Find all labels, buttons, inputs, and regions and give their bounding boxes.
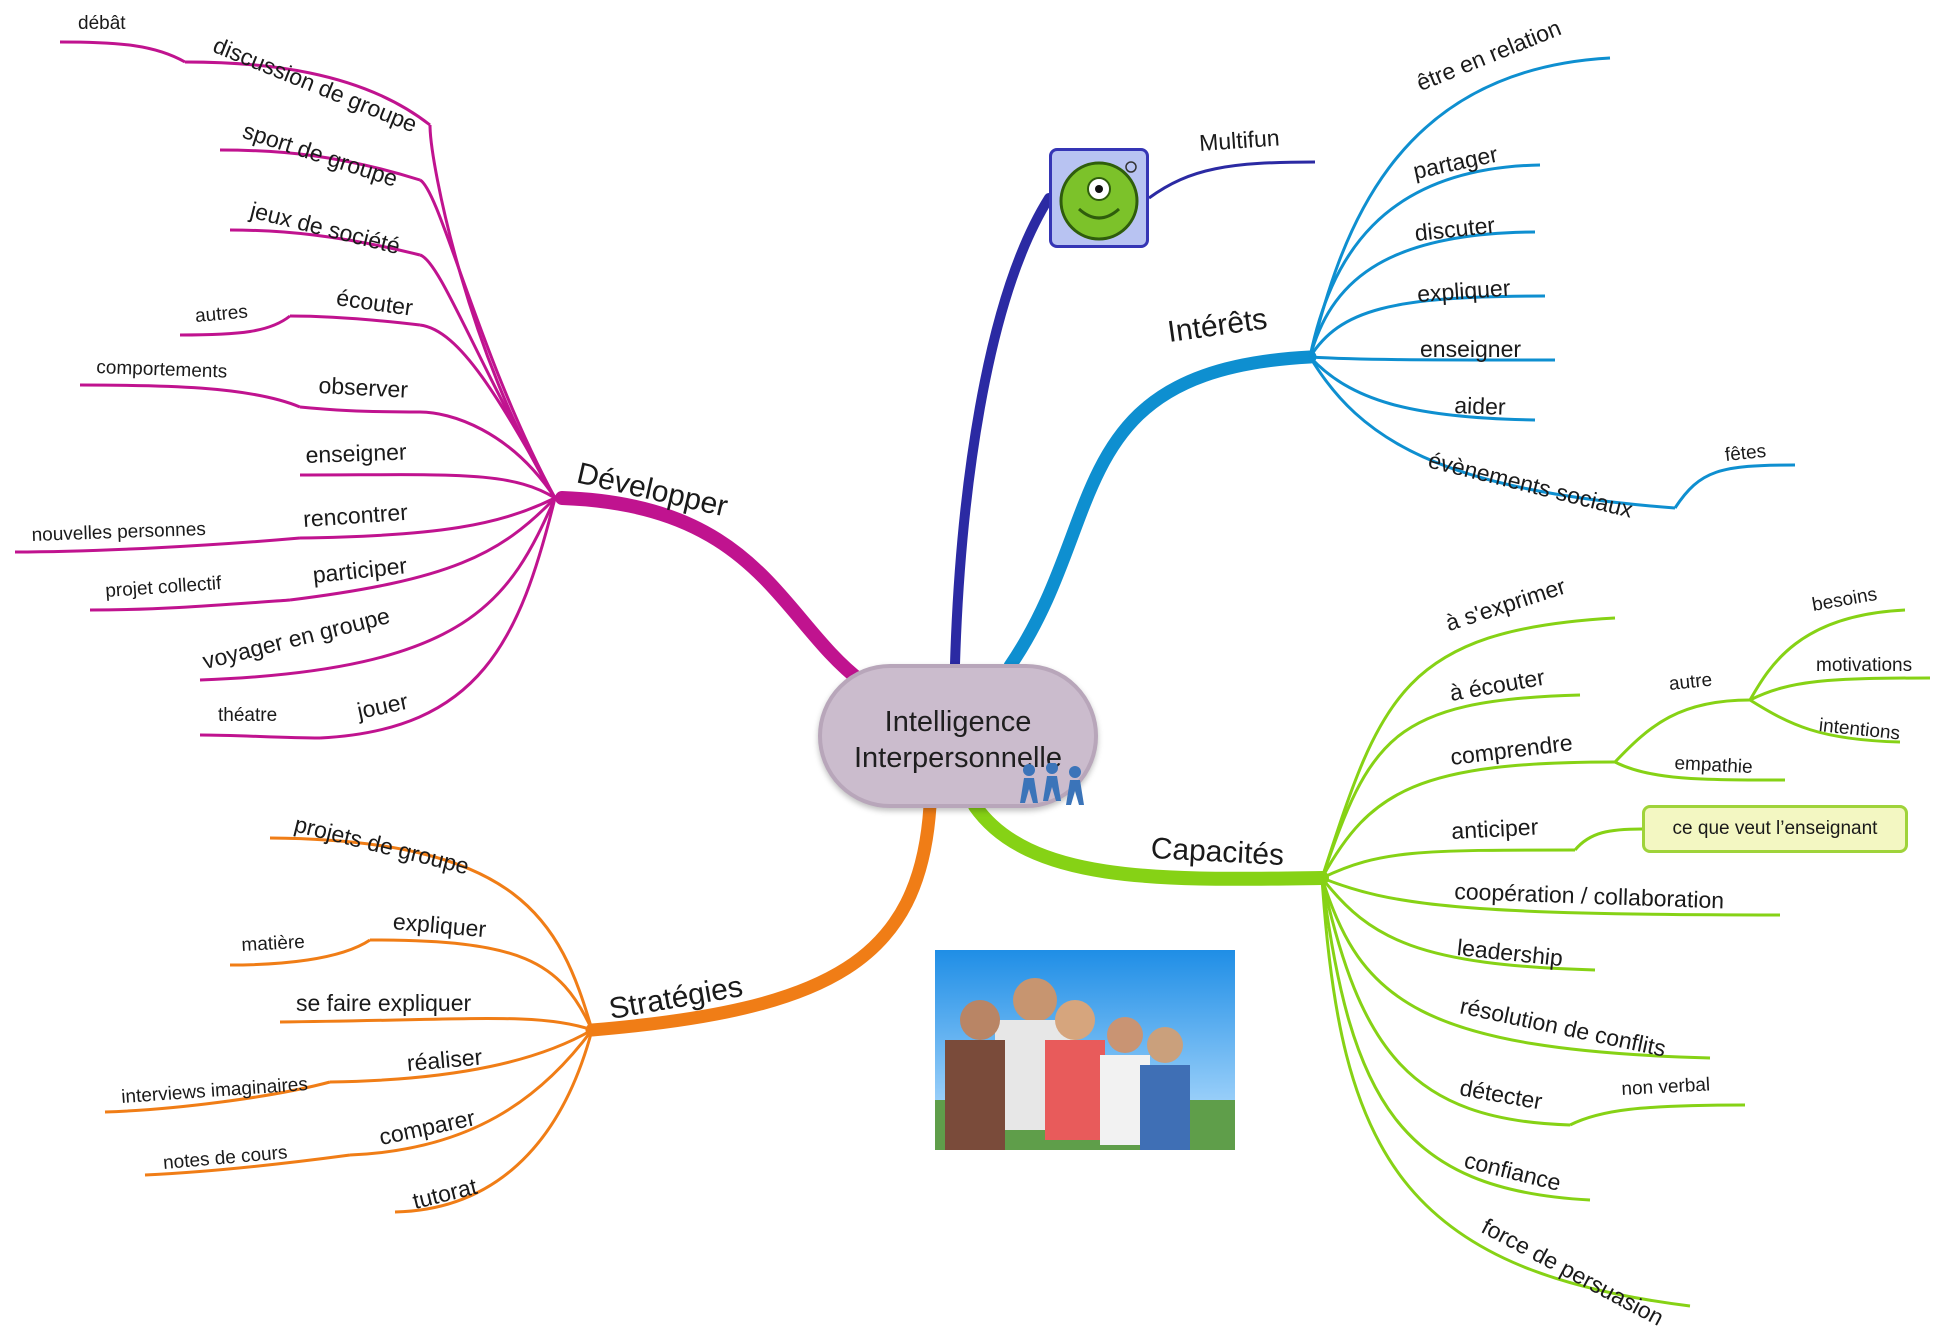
node-motivations[interactable]: motivations: [1816, 655, 1913, 676]
node-autre[interactable]: autre: [1667, 669, 1714, 695]
branch-capacites[interactable]: Capacités: [1149, 832, 1285, 872]
node-theatre[interactable]: théatre: [218, 705, 278, 726]
node-enseigner[interactable]: enseigner: [305, 438, 408, 468]
multifun-smiley-icon[interactable]: [1049, 148, 1149, 248]
trunk-multifun: [950, 193, 1054, 669]
branch-multifun[interactable]: Multifun: [1198, 124, 1281, 156]
node-anticiper[interactable]: anticiper: [1450, 813, 1539, 844]
node-non-verbal[interactable]: non verbal: [1620, 1074, 1711, 1100]
node-comportements[interactable]: comportements: [95, 357, 228, 383]
trunk-developper: [555, 491, 869, 689]
node-observer[interactable]: observer: [317, 372, 409, 403]
callout-box[interactable]: ce que veut l’enseignant: [1642, 805, 1908, 853]
node-aider[interactable]: aider: [1453, 392, 1506, 420]
node-enseigner-interets[interactable]: enseigner: [1420, 336, 1522, 362]
trunk-interets: [1003, 350, 1317, 673]
node-debat[interactable]: débât: [78, 13, 126, 34]
node-autres[interactable]: autres: [194, 301, 249, 327]
trunk-capacites: [968, 799, 1329, 886]
node-matiere[interactable]: matière: [240, 931, 306, 956]
central-topic-line1: Intelligence: [884, 706, 1032, 738]
node-fetes[interactable]: fêtes: [1723, 440, 1768, 466]
group-photo: [935, 950, 1235, 1150]
node-se-faire-expliquer[interactable]: se faire expliquer: [296, 990, 472, 1016]
node-empathie[interactable]: empathie: [1673, 753, 1754, 779]
trunk-strategies: [585, 799, 937, 1037]
people-icon: [1020, 763, 1084, 805]
